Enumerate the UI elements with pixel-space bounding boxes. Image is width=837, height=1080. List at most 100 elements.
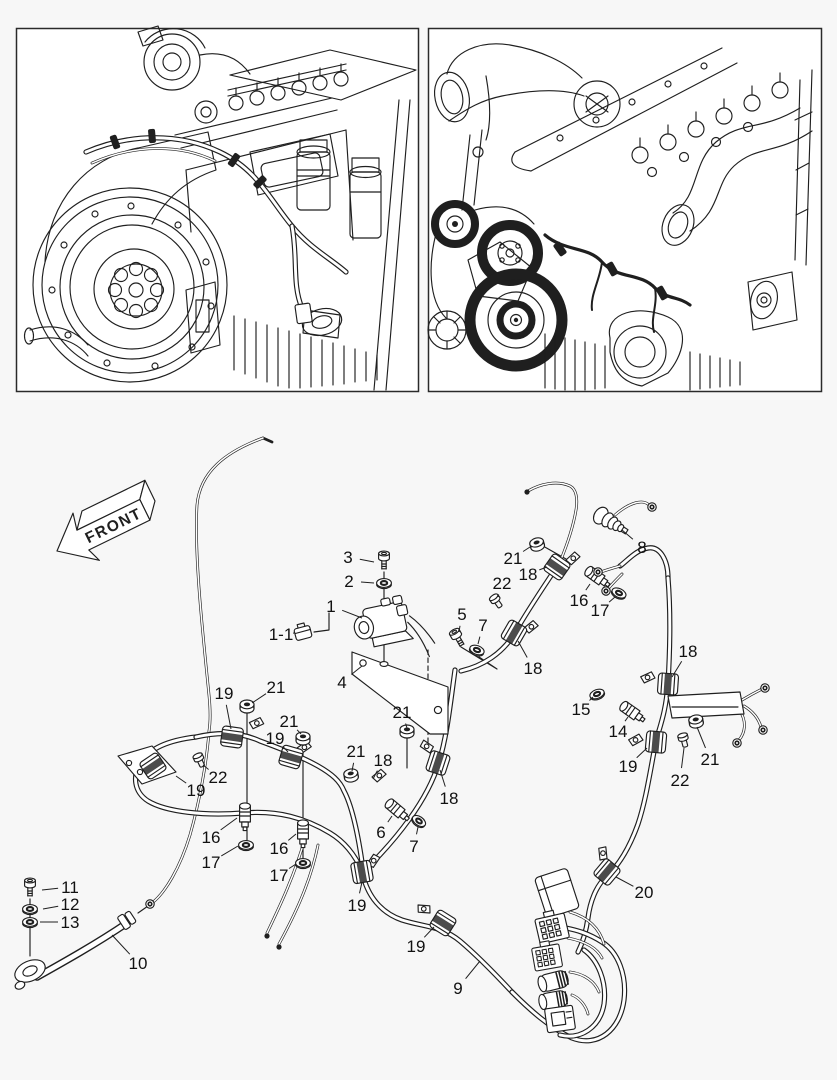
- callout-4: 4: [337, 673, 346, 692]
- washer-12-icon: [21, 903, 39, 916]
- callout-17: 17: [591, 601, 610, 620]
- clamp-18-icon: [656, 672, 680, 696]
- sender-6-icon: [382, 796, 413, 825]
- nut-21-icon: [342, 767, 360, 784]
- callout-21: 21: [393, 703, 412, 722]
- engine-rear-view-illustration: [23, 25, 417, 391]
- leader-line-22: [681, 747, 685, 769]
- bolt-22-icon: [487, 592, 506, 611]
- connector-stack: [530, 868, 580, 1034]
- front-direction-arrow: FRONT: [56, 479, 156, 561]
- leader-line-18: [439, 769, 446, 787]
- callout-18: 18: [679, 642, 698, 661]
- ring-terminal-icon: [731, 737, 743, 749]
- bolt-5-icon: [447, 626, 468, 649]
- callout-20: 20: [635, 883, 654, 902]
- nut-21-icon: [239, 699, 255, 714]
- clamp-19-icon: [644, 730, 668, 754]
- leader-line-21: [351, 762, 355, 772]
- callout-19: 19: [215, 684, 234, 703]
- leader-line-12: [42, 905, 59, 910]
- nut-21-icon: [295, 731, 311, 746]
- fuse-clip-1-1: [293, 622, 313, 641]
- clamp-19-icon: [248, 716, 265, 730]
- brackets-and-parts: [14, 506, 745, 1034]
- washer-7-icon: [467, 642, 487, 659]
- callout-12: 12: [61, 895, 80, 914]
- engine-front-view-illustration: [427, 43, 813, 391]
- callout-22: 22: [493, 574, 512, 593]
- callout-16: 16: [202, 828, 221, 847]
- right-wire-bracket: [667, 691, 745, 719]
- wire-tip-icon: [276, 944, 282, 950]
- leader-line-22: [202, 764, 209, 770]
- ring-terminal-icon: [646, 501, 658, 513]
- nut-21-icon: [528, 535, 547, 554]
- leader-line-18: [372, 770, 378, 780]
- callout-19: 19: [348, 896, 367, 915]
- bolt-3-icon: [378, 550, 390, 570]
- leader-line-19: [175, 775, 187, 784]
- washer-17-icon: [237, 839, 255, 852]
- leader-line-4: [351, 665, 363, 675]
- leader-line-8: [621, 529, 634, 540]
- leader-line-16: [287, 833, 297, 841]
- ring-terminal-icon: [757, 724, 769, 736]
- callout-1-1: 1-1: [269, 625, 294, 644]
- callout-22: 22: [671, 771, 690, 790]
- leader-line-7: [477, 636, 481, 645]
- washer-2-icon: [375, 577, 393, 590]
- sender-16-icon: [239, 802, 251, 832]
- leader-line-5: [458, 625, 461, 633]
- callout-21: 21: [280, 712, 299, 731]
- callout-16: 16: [570, 591, 589, 610]
- clamp-ear-icon: [627, 733, 645, 747]
- washer-17-icon: [294, 857, 312, 870]
- callout-19: 19: [266, 729, 285, 748]
- callout-19: 19: [187, 781, 206, 800]
- callout-11: 11: [61, 878, 79, 897]
- wire-tip-icon: [524, 489, 530, 495]
- leader-line-21: [251, 693, 267, 704]
- leader-line-2: [360, 581, 375, 584]
- relay-solenoid-1: [353, 594, 436, 658]
- leader-line-19: [282, 746, 289, 753]
- ring-terminal-icon: [759, 682, 771, 694]
- bolt-22-icon: [676, 731, 691, 749]
- mounting-bracket-4: [351, 651, 449, 735]
- callout-5: 5: [457, 605, 466, 624]
- callout-21: 21: [701, 750, 720, 769]
- callout-19: 19: [407, 937, 426, 956]
- leader-line-17: [288, 863, 297, 869]
- callout-21: 21: [347, 742, 366, 761]
- panel-frame-left: [15, 27, 420, 393]
- callout-8: 8: [637, 538, 646, 557]
- callout-15: 15: [572, 700, 591, 719]
- leader-line-18: [539, 566, 548, 571]
- leader-line-18: [517, 640, 528, 658]
- leader-line-17: [608, 596, 616, 603]
- leader-line-9: [465, 960, 481, 980]
- callout-16: 16: [270, 839, 289, 858]
- callout-18: 18: [440, 789, 459, 808]
- leader-line-11: [41, 887, 59, 891]
- clamp-19-icon: [428, 908, 458, 938]
- clamp-18-icon: [499, 618, 529, 648]
- leader-line-14: [624, 716, 629, 722]
- callout-6: 6: [376, 823, 385, 842]
- ground-pipe-10: [14, 910, 137, 990]
- leader-line-21: [696, 726, 706, 749]
- callout-13: 13: [61, 913, 80, 932]
- callout-1: 1: [326, 597, 335, 616]
- callout-17: 17: [270, 866, 289, 885]
- clamp-18-icon: [424, 749, 452, 777]
- leader-line-19: [636, 747, 648, 759]
- leader-line-3: [359, 558, 375, 563]
- leader-line-17: [221, 845, 239, 857]
- sender-16-icon: [297, 819, 309, 849]
- clamp-ear-icon: [369, 767, 389, 784]
- harness-diagram: FRONT 3211-14192121192118212219161716176…: [14, 436, 771, 1044]
